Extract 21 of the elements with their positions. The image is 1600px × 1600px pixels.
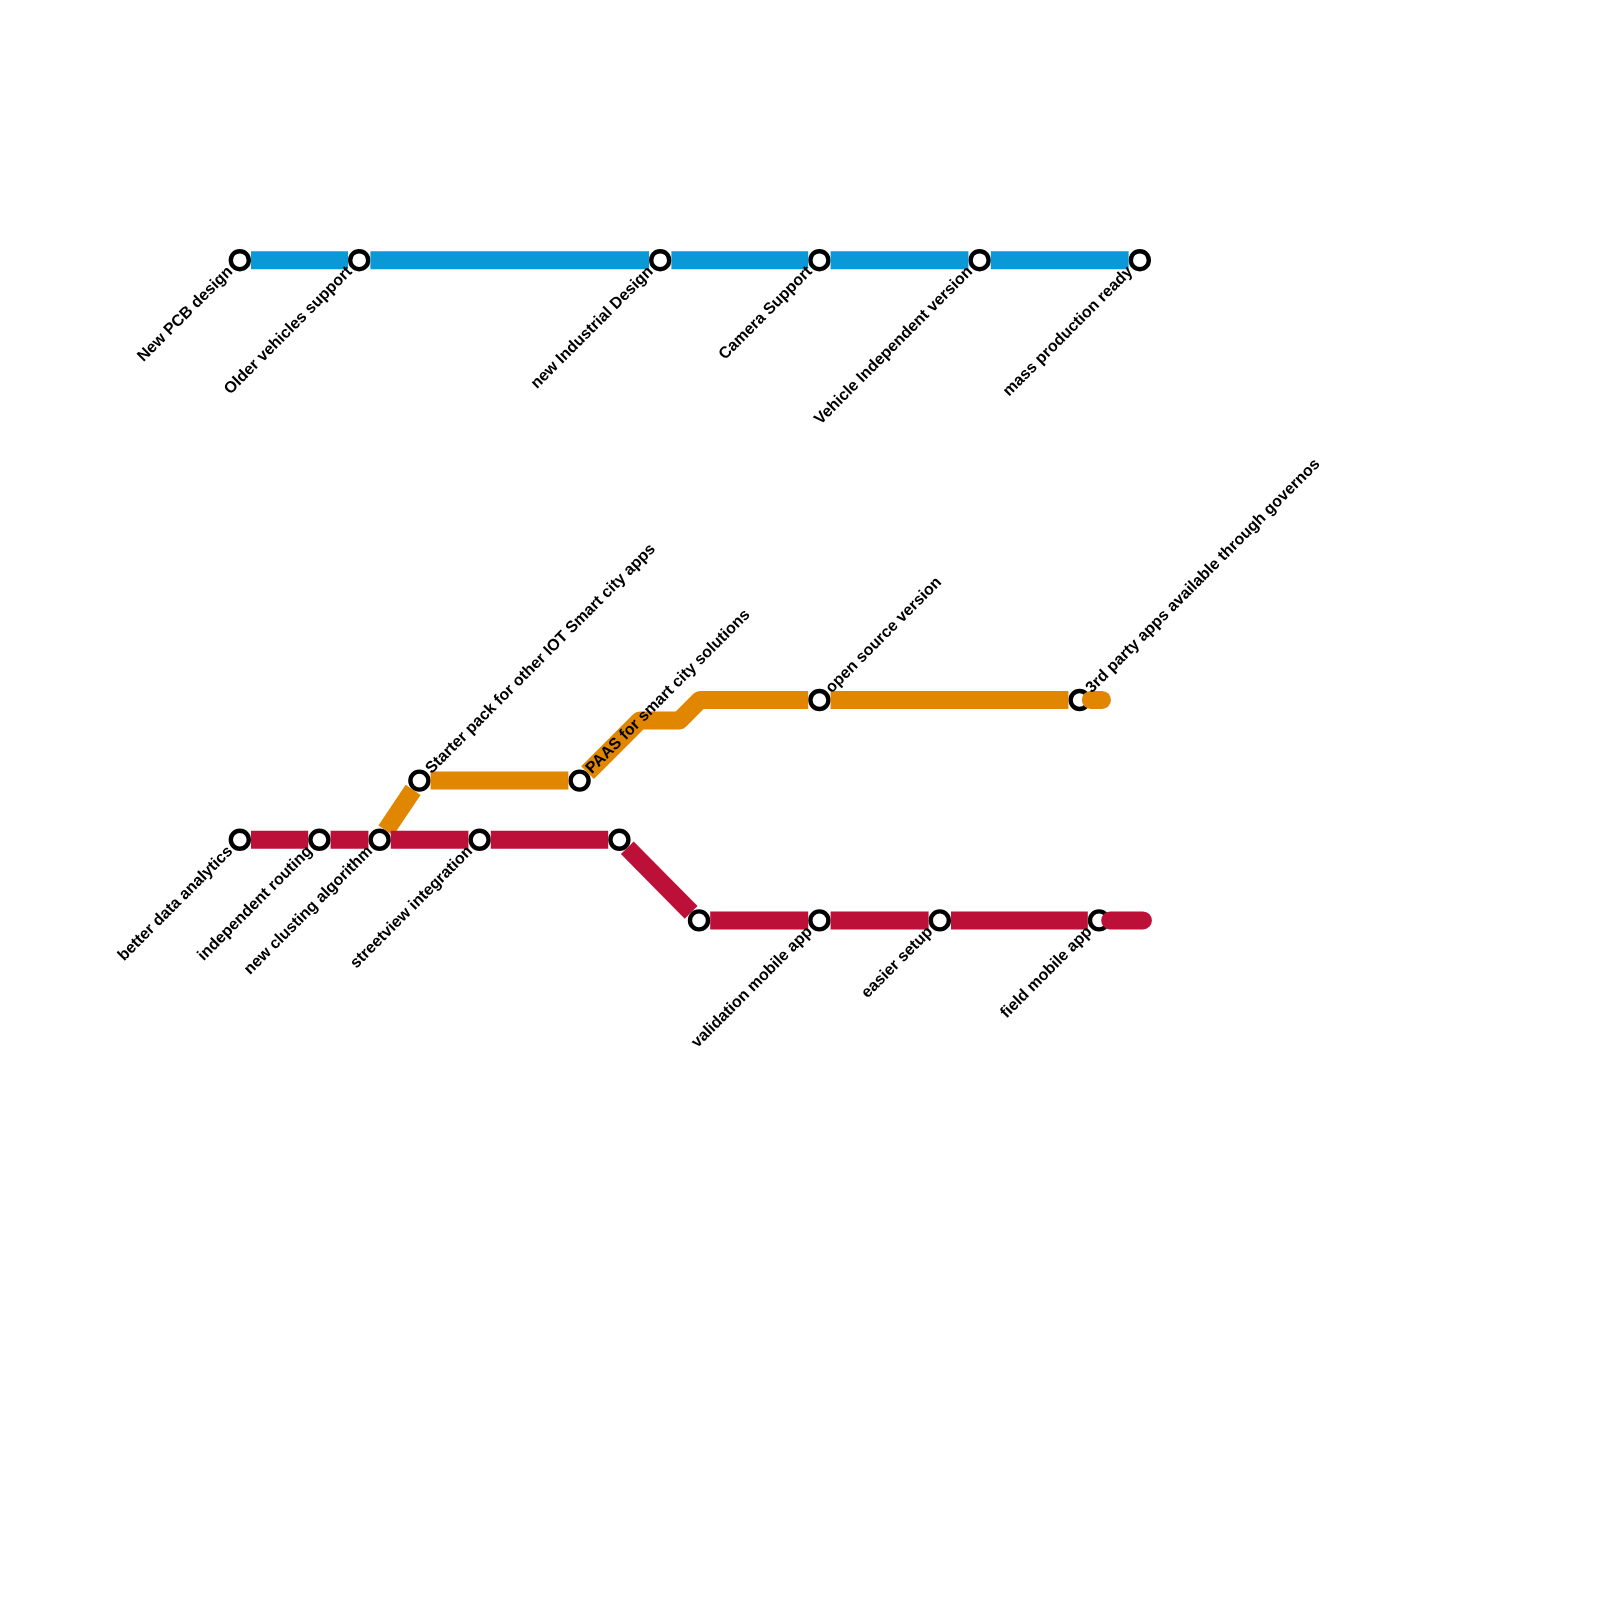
route-line xyxy=(1101,911,1152,930)
route-line xyxy=(830,691,1069,709)
route-line xyxy=(990,251,1129,270)
route-line xyxy=(1081,691,1111,709)
route-line xyxy=(620,841,698,919)
route-line xyxy=(430,771,569,790)
route-line xyxy=(710,911,809,930)
route-line xyxy=(378,784,421,836)
route-line xyxy=(581,691,809,780)
route-line xyxy=(251,251,348,270)
route-line xyxy=(251,830,309,849)
station-marker xyxy=(687,909,711,932)
route-line xyxy=(490,830,609,849)
route-line xyxy=(370,251,649,270)
route-line xyxy=(830,251,969,270)
route-line xyxy=(330,830,369,849)
station-marker xyxy=(608,828,631,851)
route-line xyxy=(390,830,469,849)
route-line xyxy=(951,911,1088,930)
route-line xyxy=(830,911,929,930)
route-line xyxy=(671,251,809,270)
